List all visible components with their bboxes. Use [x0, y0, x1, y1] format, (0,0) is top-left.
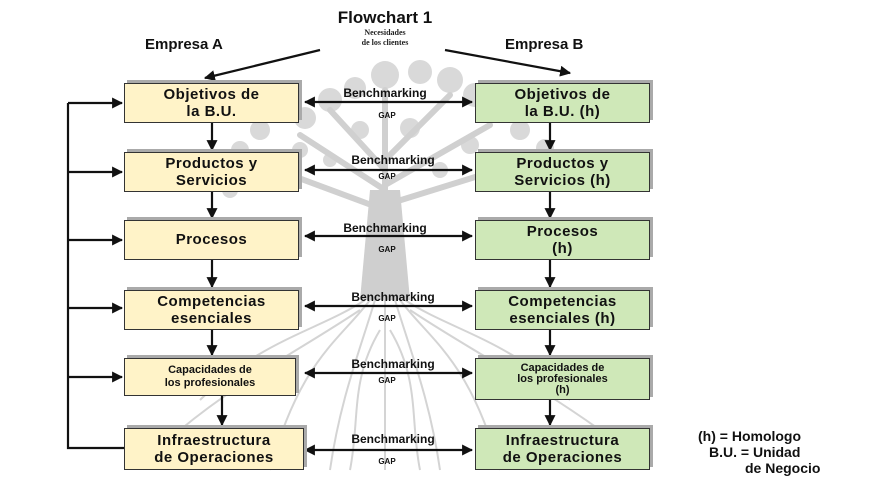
company-b-label: Empresa B	[505, 36, 584, 53]
legend-line-3: de Negocio	[745, 460, 821, 476]
benchmarking-label-4: Benchmarking	[351, 290, 435, 304]
gap-label-1: GAP	[378, 111, 396, 120]
diagram-title: Flowchart 1	[337, 8, 433, 27]
benchmarking-label-1: Benchmarking	[343, 86, 427, 100]
company-a-label: Empresa A	[145, 36, 223, 53]
needs-arrow-to-b	[444, 48, 572, 77]
gap-label-5: GAP	[378, 376, 396, 385]
gap-label-2: GAP	[378, 172, 396, 181]
box-a-procesos: Procesos	[124, 220, 299, 260]
box-b-procesos: Procesos(h)	[475, 220, 650, 260]
benchmarking-label-2: Benchmarking	[351, 153, 435, 167]
tree-trunk	[360, 190, 410, 300]
benchmarking-label-3: Benchmarking	[343, 221, 427, 235]
gap-label-6: GAP	[378, 457, 396, 466]
legend-line-1: (h) = Homologo	[698, 428, 802, 444]
needs-arrow-to-a	[203, 48, 321, 82]
benchmarking-label-6: Benchmarking	[351, 432, 435, 446]
feedback-loop-line	[66, 103, 124, 450]
customer-needs-label: Necesidades de los clientes	[361, 28, 409, 47]
legend: (h) = Homologo B.U. = Unidad de Negocio	[690, 428, 868, 476]
legend-line-2: B.U. = Unidad	[709, 444, 801, 460]
gap-label-3: GAP	[378, 245, 396, 254]
gap-label-4: GAP	[378, 314, 396, 323]
benchmarking-label-5: Benchmarking	[351, 357, 435, 371]
